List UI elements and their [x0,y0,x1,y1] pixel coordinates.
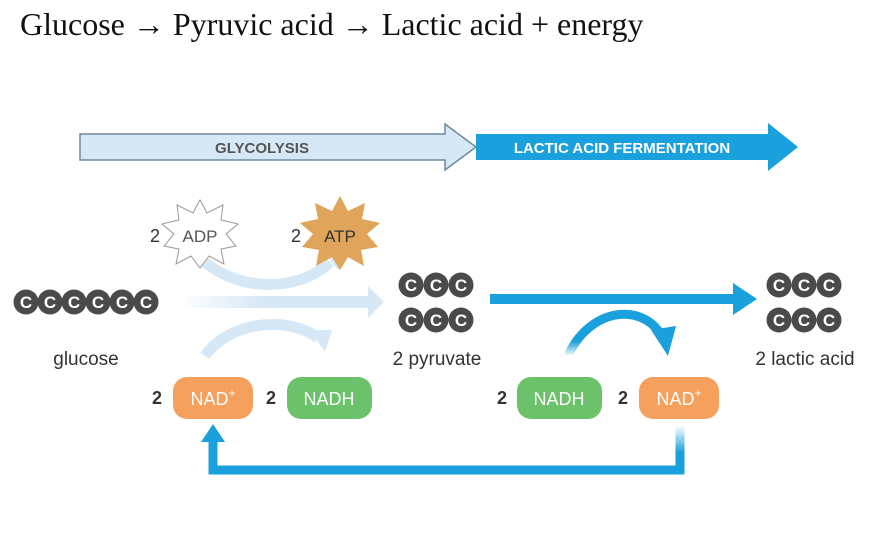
nad-right-sup: + [695,386,702,400]
adp-burst [160,198,240,269]
carbon-atom [791,307,817,333]
carbon-atom [37,289,63,315]
lactic-acid-label: 2 lactic acid [755,349,854,370]
glucose-to-pyruvate-arrow [180,286,384,318]
carbon-atom [448,272,474,298]
fermentation-arrow [476,123,798,171]
carbon-atom [816,272,842,298]
nadh-right-label: NADH [533,389,584,409]
glucose-molecule [13,289,159,315]
adp-to-atp-arrow [201,257,334,290]
nadh-to-nad-arrow [563,309,666,358]
carbon-atom [85,289,111,315]
carbon-atom [398,272,424,298]
carbon-atom [791,272,817,298]
nadh-right-count: 2 [497,388,507,408]
pyruvate-to-lactic-arrow [490,283,757,315]
lactic-acid-molecules [766,272,842,333]
nad-left-text: NAD [190,389,228,409]
nad-right-label: NAD+ [656,386,701,409]
carbon-letter: C [140,293,152,312]
carbon-atom [766,272,792,298]
carbon-letter: C [455,276,467,295]
carbon-atom [448,307,474,333]
carbon-letter: C [823,311,835,330]
carbon-letter: C [823,276,835,295]
nadh-to-nad-arrowhead [651,326,676,356]
atp-burst [300,196,380,270]
nad-to-nadh-arrow [200,318,322,360]
carbon-letter: C [798,276,810,295]
atp-count: 2 [291,226,301,246]
nad-left-count: 2 [152,388,162,408]
atp-label: ATP [324,227,356,246]
glycolysis-arrow [79,122,478,172]
nad-to-nadh-arrowhead [310,330,332,352]
nad-recycle-arrowhead [201,424,225,442]
carbon-letter: C [20,293,32,312]
pyruvate-label: 2 pyruvate [393,349,482,370]
nad-left-pill [173,377,253,419]
equation-title: Glucose → Pyruvic acid → Lactic acid + e… [20,6,644,42]
nadh-right-pill [517,377,602,419]
nad-left-sup: + [229,386,236,400]
nadh-left-count: 2 [266,388,276,408]
nadh-left-pill [287,377,372,419]
carbon-atom [13,289,39,315]
carbon-letter: C [92,293,104,312]
carbon-atom [398,307,424,333]
carbon-letter: C [68,293,80,312]
fermentation-label: LACTIC ACID FERMENTATION [514,140,730,157]
carbon-atom [61,289,87,315]
carbon-atom [423,272,449,298]
carbon-atom [766,307,792,333]
nad-right-pill [639,377,719,419]
nad-right-text: NAD [656,389,694,409]
carbon-letter: C [44,293,56,312]
carbon-atom [109,289,135,315]
carbon-letter: C [773,276,785,295]
nad-recycle-arrow [208,426,685,475]
carbon-letter: C [116,293,128,312]
carbon-letter: C [405,311,417,330]
carbon-letter: C [773,311,785,330]
carbon-letter: C [430,276,442,295]
carbon-letter: C [798,311,810,330]
carbon-letter: C [455,311,467,330]
carbon-atom [423,307,449,333]
nadh-left-label: NADH [303,389,354,409]
nad-left-label: NAD+ [190,386,235,409]
nad-recycle-bottom [208,440,685,475]
carbon-letter: C [430,311,442,330]
nad-right-count: 2 [618,388,628,408]
glycolysis-label: GLYCOLYSIS [215,140,309,157]
carbon-atom [816,307,842,333]
glucose-label: glucose [53,349,119,370]
carbon-letter: C [405,276,417,295]
adp-count: 2 [150,226,160,246]
adp-label: ADP [183,227,218,246]
carbon-atom [133,289,159,315]
pyruvate-molecules [398,272,474,333]
